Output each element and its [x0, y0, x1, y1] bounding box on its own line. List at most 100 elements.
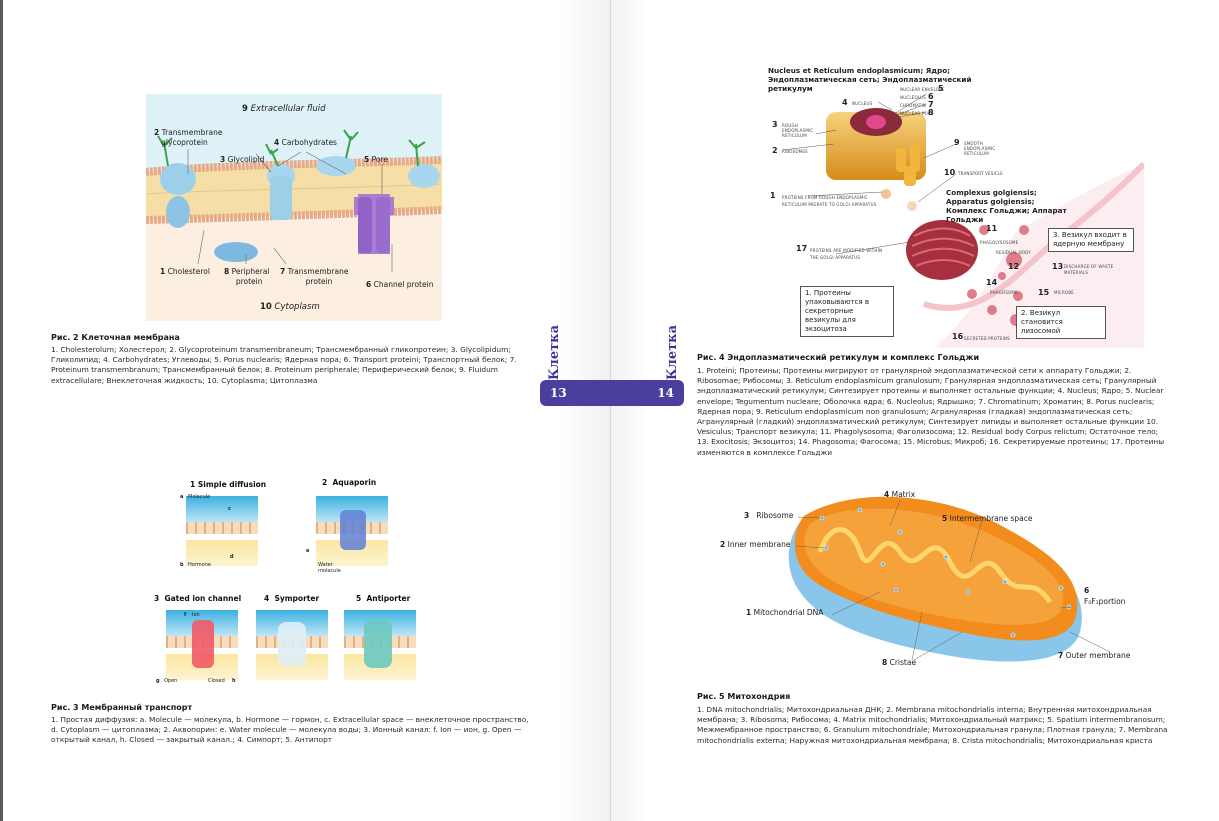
er-label-nuclear-envelope: NUCLEAR ENVELOPE	[900, 87, 945, 92]
figure-membrane-transport: 1 Simple diffusion 2 Aquaporin 3 Gated i…	[150, 474, 430, 690]
golgi-label-microbe: MICROBE	[1054, 290, 1075, 295]
mito-label-ribosome: 3 Ribosome	[744, 511, 794, 520]
fig3-caption-title: Рис. 3 Мембранный транспорт	[51, 703, 193, 712]
panel-title-gated-ion-channel: 3 Gated ion channel	[154, 594, 242, 603]
mito-label-outer-membrane: 7 Outer membrane	[1058, 651, 1131, 660]
label-carbohydrates: 4 Carbohydrates	[274, 138, 337, 147]
label-b: b	[180, 562, 184, 568]
er-label-ribosomes: RIBOSOMES	[782, 149, 808, 154]
golgi-label-phagolysosome: PHAGOLYSOSOME	[980, 240, 1019, 245]
fig2-caption-body: 1. Cholesterolum; Холестерол; 2. Glycopr…	[51, 345, 517, 385]
label-cholesterol: 1 Cholesterol	[160, 267, 210, 276]
spine-shadow-left	[560, 0, 610, 821]
panel-antiporter	[336, 610, 424, 680]
label-hormone: Hormone	[188, 562, 211, 568]
er-golgi-illustration	[781, 93, 1144, 348]
mito-label-inner-membrane: 2 Inner membrane	[720, 540, 791, 549]
er-label-nucleolus: NUCLEOLUS	[900, 95, 926, 100]
label-peripheral-protein: 8 Peripheral protein	[224, 267, 270, 286]
golgi-label-residual-body: RESIDUAL BODY	[996, 250, 1031, 255]
page-number-right: 14	[610, 380, 684, 406]
golgi-heading: Complexus golgiensis; Apparatus golgiens…	[946, 188, 1067, 224]
er-label-transport-vesicle: TRANSPORT VESICLE	[958, 171, 1004, 176]
panel-title-symporter: 4 Symporter	[264, 594, 320, 603]
golgi-label-discharge: DISCHARGE OF WASTE MATERIALS	[1064, 264, 1114, 275]
section-title-right: Клетка	[665, 325, 680, 381]
label-d: d	[230, 554, 234, 560]
er-num-6: 6	[928, 92, 934, 101]
er-heading: Nucleus et Reticulum endoplasmicum; Ядро…	[768, 66, 972, 93]
label-glycolipid: 3 Glycolipid	[220, 155, 265, 164]
label-open: Open	[164, 678, 178, 684]
er-label-chromatin: CHROMATIN	[900, 103, 927, 108]
panel-gated-ion-channel	[158, 610, 246, 680]
label-channel-protein: 6 Channel protein	[366, 280, 434, 289]
golgi-num-11: 11	[986, 224, 998, 233]
figure-cell-membrane: 9 Extracellular fluid 2 Transmembrane gl…	[145, 94, 443, 321]
golgi-num-12: 12	[1008, 262, 1020, 271]
label-transmembrane-protein: 7 Transmembrane protein	[280, 267, 349, 286]
mito-label-matrix: 4 Matrix	[884, 490, 916, 499]
mito-label-f0f1-number: 6	[1084, 586, 1090, 595]
label-e: e	[306, 548, 310, 554]
mito-label-f0f1: F₀F₁portion	[1084, 597, 1126, 606]
mito-label-dna: 1 Mitochondrial DNA	[746, 608, 824, 617]
panel-title-antiporter: 5 Antiporter	[356, 594, 411, 603]
label-f: f	[184, 612, 187, 618]
er-num-1: 1	[770, 191, 776, 200]
er-num-4: 4	[842, 98, 848, 107]
er-num-8: 8	[928, 108, 934, 117]
er-num-9: 9	[954, 138, 960, 147]
panel-title-aquaporin: 2 Aquaporin	[322, 478, 377, 487]
fig3-caption-body: 1. Простая диффузия: a. Molecule — молек…	[51, 715, 529, 745]
golgi-num-15: 15	[1038, 288, 1050, 297]
fig2-caption-title: Рис. 2 Клеточная мембрана	[51, 333, 180, 342]
fig4-caption-title: Рис. 4 Эндоплазматический ретикулум и ко…	[697, 353, 980, 362]
mitochondrion-illustration	[788, 496, 1111, 662]
er-num-2: 2	[772, 146, 778, 155]
er-num-10: 10	[944, 168, 956, 177]
figure-er-golgi: Nucleus et Reticulum endoplasmicum; Ядро…	[764, 64, 1144, 348]
note-secretory-vesicles: 1. Протеины упаковываются в секреторные …	[800, 286, 894, 337]
fig5-caption-title: Рис. 5 Митохондрия	[697, 692, 791, 701]
label-closed: Closed	[208, 678, 225, 684]
er-label-proteins-migrate: PROTEINS FROM ROUGH ENDOPLASMIC RETICULU…	[782, 195, 877, 207]
er-num-3: 3	[772, 120, 778, 129]
label-water-molecule: Water molecule	[318, 562, 341, 574]
er-label-smooth-er: SMOOTH ENDOPLASMIC RETICULUM	[964, 141, 996, 156]
label-glycoprotein: 2 Transmembrane glycoprotein	[154, 128, 223, 147]
label-cytoplasm: 10 Cytoplasm	[260, 302, 320, 312]
panel-aquaporin	[308, 496, 396, 566]
label-a: a	[180, 494, 184, 500]
golgi-label-phagosome: PHAGOSOME	[990, 290, 1018, 295]
panel-simple-diffusion	[178, 496, 266, 566]
er-label-nuclear-pore: NUCLEAR PORE	[900, 111, 934, 116]
label-ion: Ion	[192, 612, 200, 618]
spine-shadow-right	[610, 0, 650, 821]
golgi-num-13: 13	[1052, 262, 1064, 271]
label-molecule: Molecule	[188, 494, 211, 500]
fig4-caption-body: 1. Proteini; Протеины; Протеины мигрирую…	[697, 366, 1165, 457]
mito-label-intermembrane: 5 Intermembrane space	[942, 514, 1033, 523]
label-pore: 5 Pore	[364, 155, 388, 164]
section-title-left: Клетка	[547, 325, 562, 381]
golgi-num-14: 14	[986, 278, 998, 287]
panel-title-simple-diffusion: 1 Simple diffusion	[190, 480, 267, 489]
figure-mitochondrion: 4 Matrix 3 Ribosome 5 Intermembrane spac…	[700, 482, 1140, 682]
er-num-5: 5	[938, 84, 944, 93]
label-extracellular-fluid: 9 Extracellular fluid	[242, 104, 326, 114]
label-c: c	[228, 506, 231, 512]
fig5-caption-body: 1. DNA mitochondrialis; Митохондриальная…	[697, 705, 1168, 745]
note-vesicle-membrane: 3. Везикул входит в ядерную мембрану	[1048, 228, 1134, 252]
page-number-left: 13	[540, 380, 610, 406]
panel-symporter	[248, 610, 336, 680]
golgi-num-17: 17	[796, 244, 808, 253]
note-vesicle-lysosome: 2. Везикул становится лизосомой	[1016, 306, 1106, 339]
er-num-7: 7	[928, 100, 934, 109]
golgi-label-modified: PROTEINS ARE MODIFIED WITHIN THE GOLGI A…	[810, 248, 883, 260]
membrane-illustration	[145, 94, 443, 321]
label-g: g	[156, 678, 160, 684]
mito-label-cristae: 8 Cristae	[882, 658, 917, 667]
golgi-num-16: 16	[952, 332, 964, 341]
book-spine	[610, 0, 611, 821]
